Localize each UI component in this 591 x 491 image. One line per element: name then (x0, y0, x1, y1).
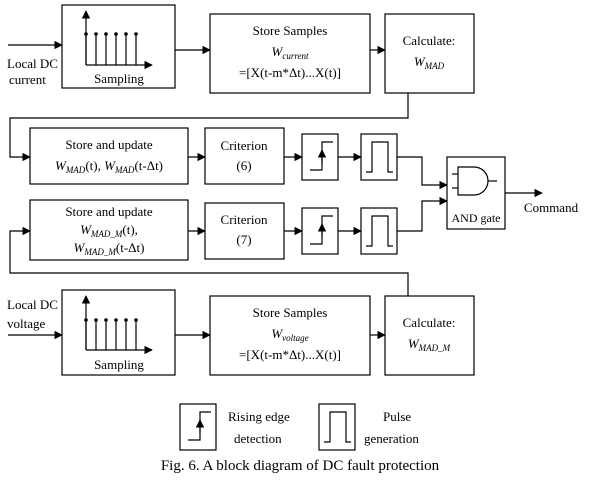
rising-edge-block-1 (301, 133, 339, 181)
store-update-mad-m-var-2: WMAD_M(t-Δt) (74, 240, 145, 257)
legend-pulse-icon (318, 403, 356, 451)
connector-calc-mad-m-to-update (9, 226, 409, 296)
rising-edge-block-2 (301, 207, 339, 255)
pulse-block-2 (360, 207, 398, 255)
criterion-7-number: (7) (236, 232, 251, 247)
legend-rising-edge-text-2: detection (234, 431, 282, 446)
sampling-label-voltage: Sampling (94, 357, 144, 372)
sampling-dots-current (84, 32, 138, 36)
and-gate-label: AND gate (452, 211, 501, 225)
store-update-mad-vars: WMAD(t), WMAD(t-Δt) (55, 158, 163, 175)
store-samples-voltage-title: Store Samples (253, 305, 328, 320)
calculate-mad-m-box (384, 295, 475, 376)
input-current-label-2: current (9, 72, 46, 87)
criterion-6-box (204, 127, 285, 185)
sampling-icon-voltage (81, 295, 153, 355)
sampling-label-current: Sampling (94, 71, 144, 86)
pulse-block-1 (360, 133, 398, 181)
legend-rising-edge-icon (179, 403, 217, 451)
input-voltage-label-2: voltage (7, 316, 45, 331)
calculate-mad-m-title: Calculate: (403, 315, 456, 330)
criterion-6-number: (6) (236, 158, 251, 173)
store-samples-current-var: Wcurrent (271, 44, 309, 61)
store-update-mad-box (29, 127, 189, 185)
store-samples-current-title: Store Samples (253, 23, 328, 38)
store-samples-voltage-formula: =[X(t-m*Δt)...X(t)] (239, 347, 341, 362)
store-update-mad-title: Store and update (65, 137, 153, 152)
arrow-pulse-1-to-and (397, 156, 448, 190)
store-update-mad-m-title: Store and update (65, 204, 153, 219)
store-update-mad-m-var-1: WMAD_M(t), (80, 222, 138, 239)
legend-pulse-text-2: generation (364, 431, 419, 446)
store-samples-current-formula: =[X(t-m*Δt)...X(t)] (239, 65, 341, 80)
criterion-7-title: Criterion (221, 212, 268, 227)
arrow-pulse-2-to-and (397, 196, 448, 232)
figure-caption: Fig. 6. A block diagram of DC fault prot… (161, 458, 440, 474)
calculate-mad-var: WMAD (414, 54, 445, 71)
input-current-label-1: Local DC (7, 56, 58, 71)
command-label: Command (524, 200, 579, 215)
sampling-icon-current (81, 10, 153, 70)
store-samples-voltage-var: Wvoltage (271, 326, 308, 343)
calculate-mad-m-var: WMAD_M (408, 336, 451, 353)
sampling-block-current (61, 4, 176, 89)
input-voltage-label-1: Local DC (7, 297, 58, 312)
legend-rising-edge-text-1: Rising edge (228, 409, 290, 424)
criterion-6-title: Criterion (221, 138, 268, 153)
calculate-mad-box (384, 13, 475, 94)
sampling-dots-voltage (84, 318, 138, 322)
legend-pulse-text-1: Pulse (383, 409, 411, 424)
calculate-mad-title: Calculate: (403, 33, 456, 48)
connector-calc-mad-to-update (9, 93, 409, 162)
